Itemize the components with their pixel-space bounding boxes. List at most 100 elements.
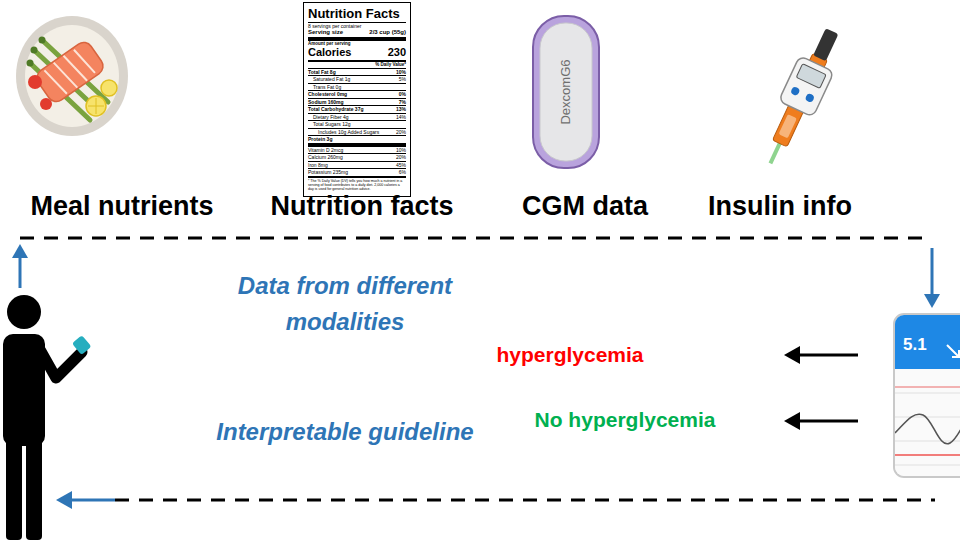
nutrition-text: Vitamin D 2mcg xyxy=(308,147,343,153)
modality-label: Meal nutrients xyxy=(30,190,213,222)
flow-caption: Data from different modalities xyxy=(210,268,480,340)
dashed-line xyxy=(115,499,935,502)
glucose-trace xyxy=(895,414,960,444)
prediction-label: hyperglycemia xyxy=(496,342,643,367)
nutrition-text: 20% xyxy=(396,154,406,160)
nutrition-row: Dietary Fiber 4g 14% xyxy=(308,114,406,122)
nutrition-text: Includes 10g Added Sugars xyxy=(318,129,379,135)
arrow-head xyxy=(56,491,72,509)
grid-lines xyxy=(895,393,960,465)
person-arm xyxy=(38,346,82,378)
nutrition-row: Total Carbohydrate 37g13% xyxy=(308,106,406,114)
phone-screen: 5.1 xyxy=(893,313,960,478)
pen-needle xyxy=(769,141,783,164)
insulin-pen-illustration xyxy=(753,23,849,171)
meal-plate-illustration xyxy=(16,16,128,136)
nutrition-text: 0% xyxy=(399,91,406,97)
tomato xyxy=(28,75,42,89)
smartwatch xyxy=(72,335,92,355)
nutrition-text: Calcium 260mg xyxy=(308,154,343,160)
nutrition-row: Total Fat 8g 10% xyxy=(308,69,406,77)
pen-button xyxy=(804,93,815,104)
nutrition-row: % Daily Value* xyxy=(308,62,406,69)
pen-cap xyxy=(813,28,838,61)
nutrition-text: Protein 3g xyxy=(308,136,332,142)
lemon-slice xyxy=(86,96,106,116)
high-threshold-line xyxy=(895,386,960,388)
nutrition-text: % Daily Value* xyxy=(375,62,406,67)
nutrition-text: * The % Daily Value (DV) tells you how m… xyxy=(308,179,406,192)
nutrition-text: Dietary Fiber 4g xyxy=(313,114,349,120)
nutrition-text: Serving size xyxy=(308,29,343,36)
nutrition-row: * The % Daily Value (DV) tells you how m… xyxy=(308,178,406,192)
pen-button xyxy=(790,86,801,97)
asparagus-tip xyxy=(39,37,46,44)
person-leg xyxy=(26,436,42,540)
plate-rim xyxy=(16,16,128,136)
asparagus-tip xyxy=(31,47,38,54)
cgm-device-illustration xyxy=(533,16,599,168)
nutrition-text: 5% xyxy=(399,76,406,82)
prediction-label: No hyperglycemia xyxy=(535,407,716,432)
person-leg xyxy=(6,436,22,540)
nutrition-row: Nutrition Facts xyxy=(308,6,406,23)
nutrition-text: Trans Fat 0g xyxy=(313,84,341,90)
nutrition-text: Potassium 235mg xyxy=(308,169,348,175)
dashed-line xyxy=(20,237,930,240)
pen-display xyxy=(796,64,826,89)
nutrition-text: 230 xyxy=(388,46,406,59)
asparagus-tip xyxy=(27,60,34,67)
lemon-segments xyxy=(88,98,104,114)
nutrition-text: Iron 8mg xyxy=(308,162,328,168)
modality-label: Insulin info xyxy=(708,190,852,222)
nutrition-text: 45% xyxy=(396,162,406,168)
trend-arrow xyxy=(947,345,959,357)
nutrition-text: 10% xyxy=(396,69,406,75)
nutrition-text: Total Fat 8g xyxy=(308,69,336,75)
nutrition-text: Saturated Fat 1g xyxy=(313,76,350,82)
nutrition-text: Cholesterol 0mg xyxy=(308,91,347,97)
cgm-transmitter xyxy=(540,23,592,161)
nutrition-row: Calcium 260mg 20% xyxy=(308,154,406,162)
nutrition-row: Total Sugars 12g xyxy=(308,121,406,129)
device-brand-text: DexcomG6 xyxy=(558,59,574,124)
black-arrow xyxy=(798,420,858,423)
nutrition-row: Trans Fat 0g xyxy=(308,84,406,92)
salmon-stripes xyxy=(44,47,96,98)
nutrition-row: Protein 3g xyxy=(308,136,406,147)
pen-smart-cap xyxy=(779,56,835,117)
arrow-head xyxy=(12,244,28,258)
cgm-outer-shell xyxy=(533,16,599,168)
arrow-head xyxy=(924,294,940,308)
nutrition-row: Cholesterol 0mg 0% xyxy=(308,91,406,99)
tomato xyxy=(40,98,52,110)
nutrition-text: 14% xyxy=(396,114,406,120)
nutrition-row: Iron 8mg 45% xyxy=(308,162,406,170)
arrow-head xyxy=(784,346,800,364)
low-threshold-line xyxy=(895,454,960,456)
nutrition-label-box: Nutrition Facts8 servings per containerS… xyxy=(303,2,411,197)
nutrition-row: Serving size2/3 cup (55g) xyxy=(308,29,406,41)
nutrition-row: Sodium 160mg7% xyxy=(308,99,406,107)
arrow-head xyxy=(784,412,800,430)
blue-arrow xyxy=(19,256,22,288)
modality-label: CGM data xyxy=(522,190,648,222)
nutrition-row: Potassium 235mg6% xyxy=(308,169,406,178)
person-figure xyxy=(3,295,92,540)
app-header xyxy=(895,315,960,369)
lemon-slice xyxy=(101,80,117,96)
person-head xyxy=(7,295,41,329)
nutrition-text: 20% xyxy=(396,129,406,135)
salmon-fillet xyxy=(33,39,106,105)
pen-window xyxy=(779,114,797,138)
salmon-body xyxy=(33,39,106,105)
nutrition-text: 10% xyxy=(396,147,406,153)
nutrition-row: Includes 10g Added Sugars 20% xyxy=(308,129,406,137)
black-arrow xyxy=(798,354,858,357)
chart-area xyxy=(895,369,960,478)
glucose-reading: 5.1 xyxy=(903,335,960,355)
nutrition-text: Total Carbohydrate 37g xyxy=(308,106,363,112)
nutrition-text: Calories xyxy=(308,46,351,59)
